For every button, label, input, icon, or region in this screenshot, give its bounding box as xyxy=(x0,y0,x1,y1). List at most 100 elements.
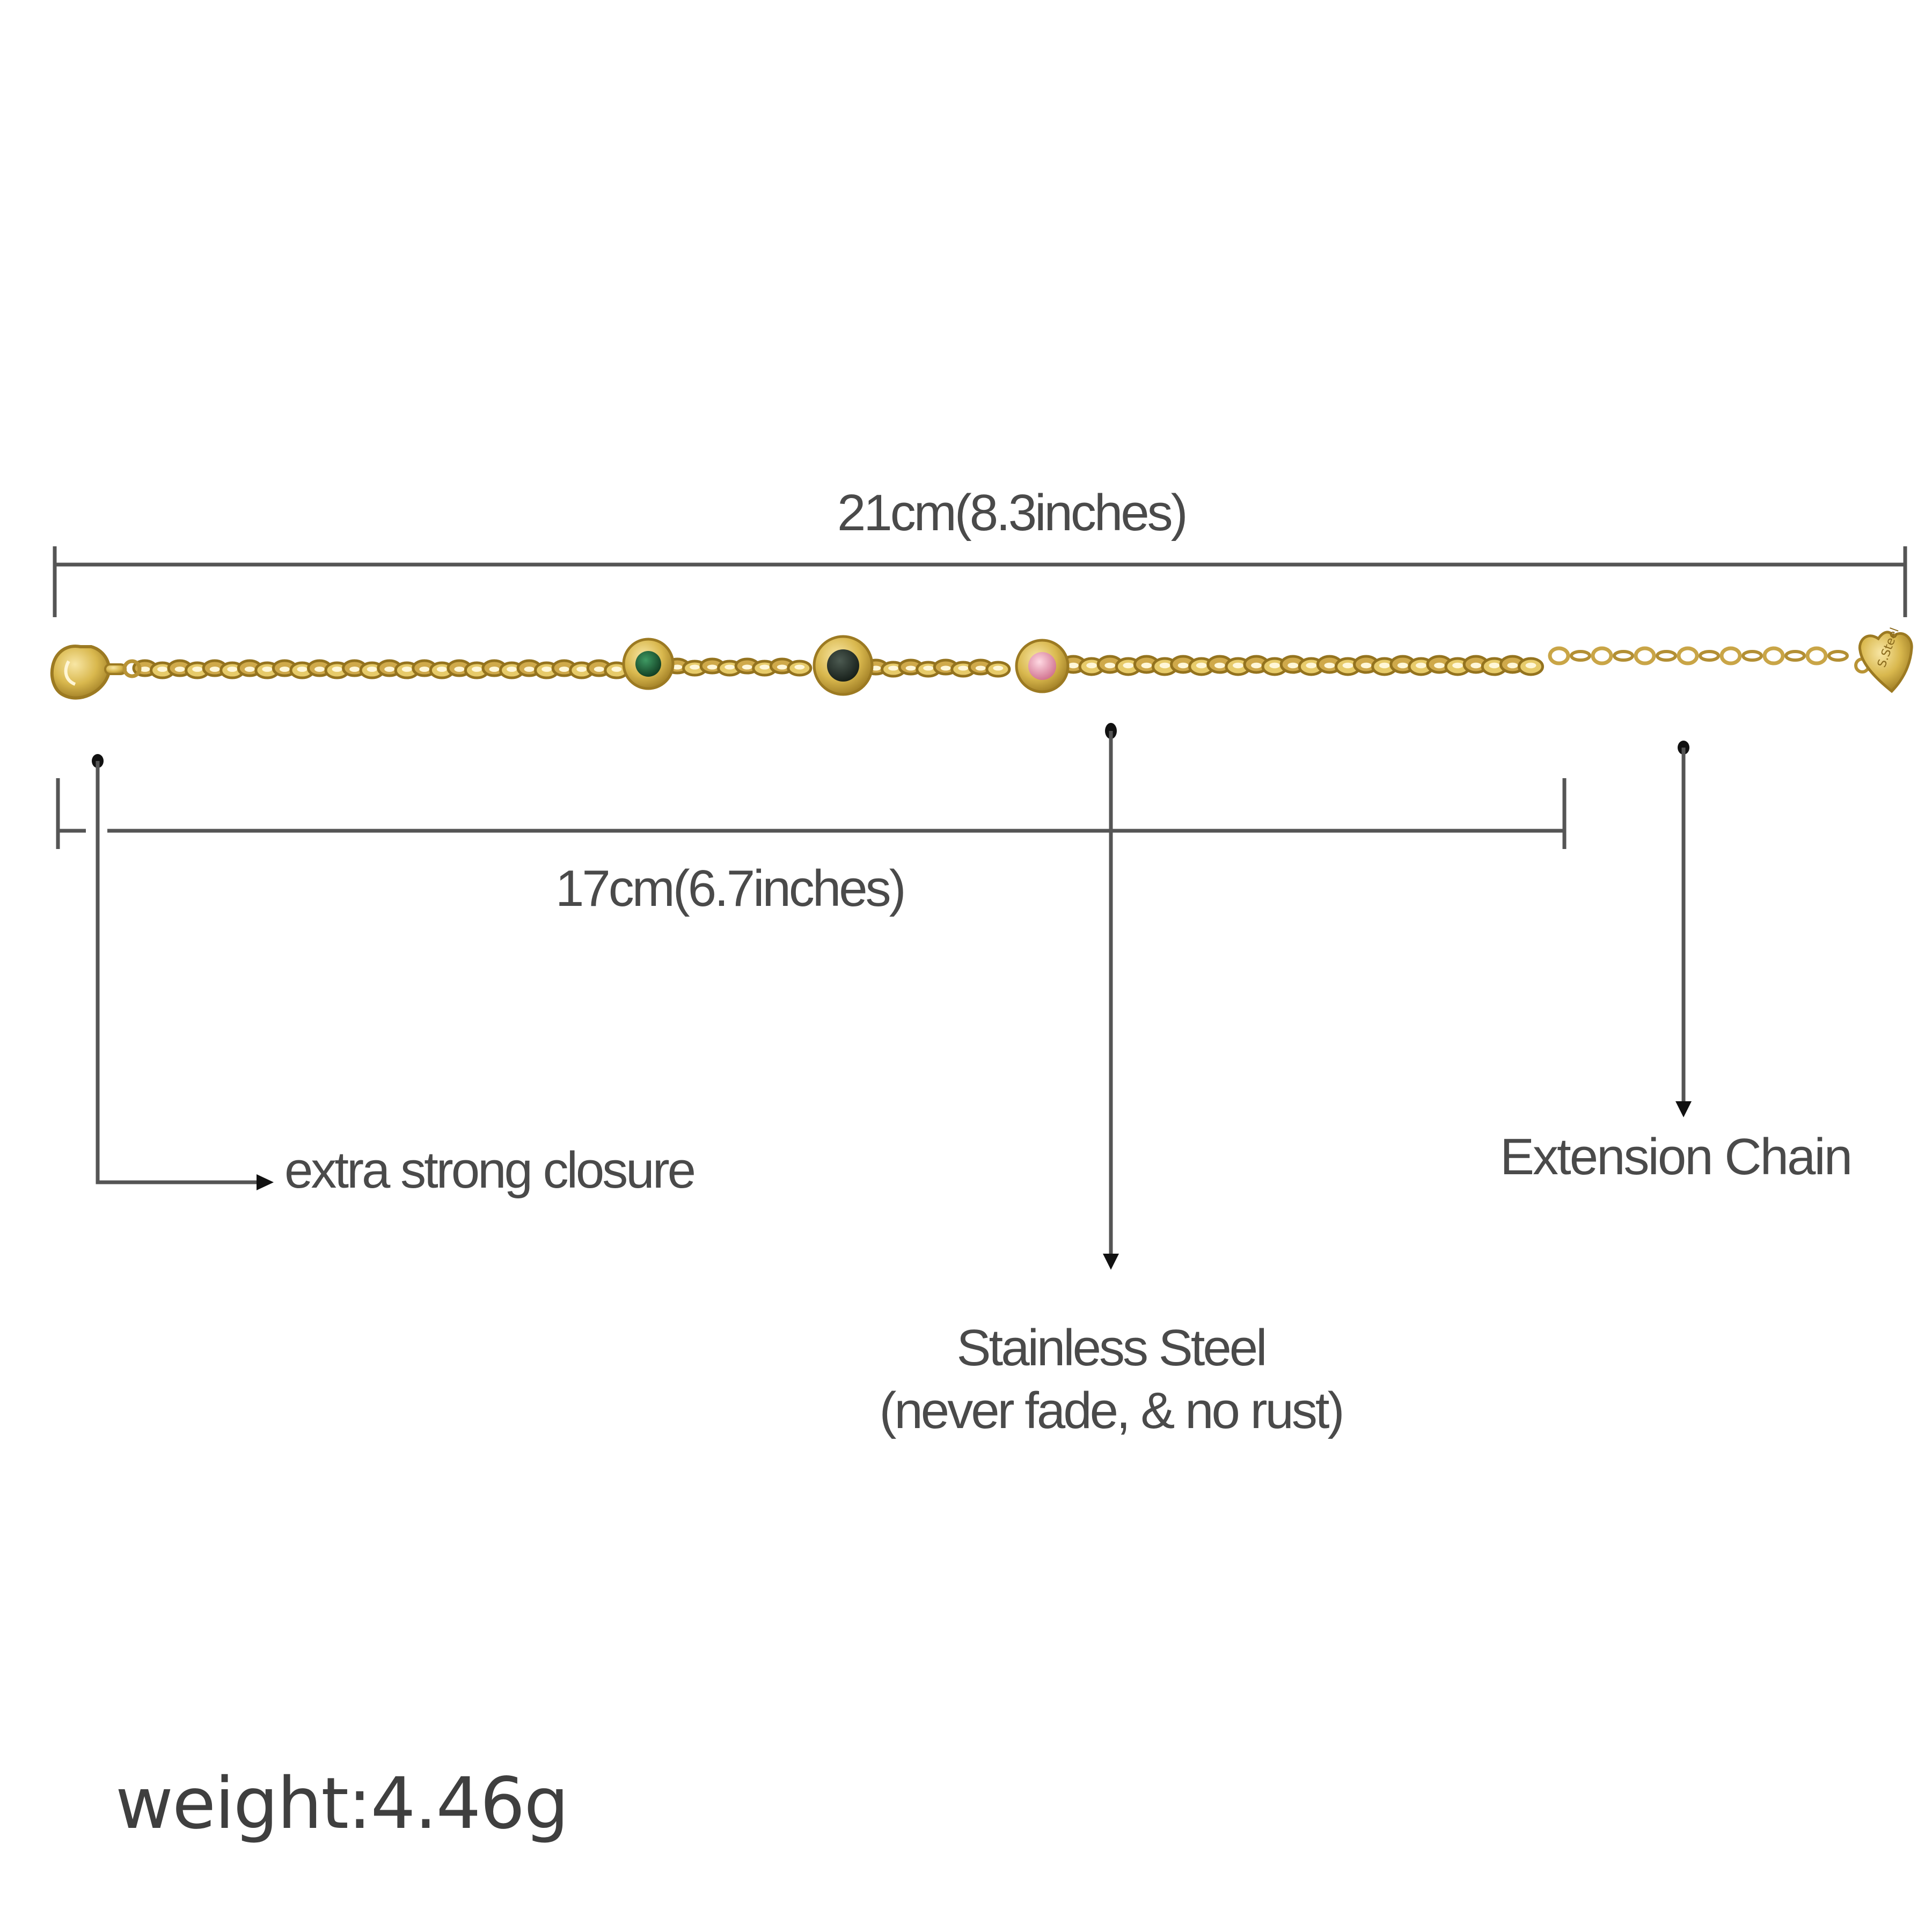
chain-link xyxy=(1634,646,1656,665)
chain-link xyxy=(209,667,220,672)
chain-link xyxy=(1068,662,1079,669)
chain-link xyxy=(157,667,167,672)
chain-link xyxy=(1656,650,1677,662)
chain-link xyxy=(1306,662,1317,669)
chain-link xyxy=(940,665,951,671)
chain-link xyxy=(1699,650,1720,662)
chain-link xyxy=(559,667,569,672)
chain-link xyxy=(1434,662,1445,669)
chain-link xyxy=(1489,662,1500,669)
chain-link xyxy=(1570,650,1591,662)
stainless-steel-subtitle: (never fade, & no rust) xyxy=(879,1382,1344,1440)
chain-link xyxy=(140,667,150,672)
chain-link xyxy=(1719,646,1742,665)
chain-link xyxy=(1507,662,1518,669)
chain-link xyxy=(1251,662,1262,669)
chain-link xyxy=(436,667,447,672)
chain-link xyxy=(993,665,1004,671)
chain-link xyxy=(174,667,185,672)
bezel-stone-icon xyxy=(622,638,675,690)
stainless-steel-label: Stainless Steel (never fade, & no rust) xyxy=(805,1316,1417,1442)
chain-link xyxy=(611,667,622,672)
chain-link xyxy=(1086,662,1097,669)
chain-link xyxy=(1360,662,1372,669)
chain-link xyxy=(923,665,934,671)
heart-tag-icon: S.Steel xyxy=(1854,626,1913,693)
chain-link xyxy=(1525,662,1536,669)
chain-link xyxy=(279,667,290,672)
chain-link xyxy=(1123,662,1134,669)
chain-link xyxy=(1762,646,1785,665)
chain-link xyxy=(1827,650,1849,662)
chain-link xyxy=(1379,662,1390,669)
chain-link xyxy=(349,667,360,672)
chain-link xyxy=(1159,662,1170,669)
steel-callout xyxy=(1103,723,1119,1270)
extension-callout xyxy=(1675,741,1692,1117)
chain-link xyxy=(724,664,735,670)
chain-link xyxy=(576,667,587,672)
bezel-stone-icon xyxy=(1015,639,1070,693)
chain-link xyxy=(262,667,273,672)
chain-link xyxy=(1177,662,1189,669)
chain-link xyxy=(192,667,203,672)
chain-link xyxy=(742,664,752,670)
chain-link xyxy=(777,664,787,670)
chain-link xyxy=(1784,650,1806,662)
lobster-clasp-icon xyxy=(50,645,142,700)
chain-link xyxy=(1741,650,1763,662)
chain-link xyxy=(975,665,986,671)
chain-link xyxy=(332,667,342,672)
wrist-length-label: 17cm(6.7inches) xyxy=(555,860,906,917)
chain-link xyxy=(1104,662,1116,669)
chain-link xyxy=(507,667,517,672)
weight-label: weight:4.46g xyxy=(115,1762,569,1845)
chain-link xyxy=(1591,646,1613,665)
chain-link xyxy=(1548,646,1570,665)
chain-link xyxy=(958,665,969,671)
chain-link xyxy=(1196,662,1207,669)
chain-link xyxy=(227,667,238,672)
chain-link xyxy=(401,667,412,672)
extension-chain-label: Extension Chain xyxy=(1500,1128,1853,1185)
chain-link xyxy=(524,667,535,672)
chain-link xyxy=(594,667,604,672)
bracelet-chain xyxy=(132,646,1849,679)
chain-link xyxy=(472,667,482,672)
chain-link xyxy=(1342,662,1353,669)
chain-link xyxy=(1416,662,1426,669)
chain-link xyxy=(1287,662,1299,669)
chain-link xyxy=(419,667,430,672)
chain-link xyxy=(489,667,500,672)
chain-link xyxy=(384,667,395,672)
chain-link xyxy=(244,667,255,672)
chain-link xyxy=(690,664,700,670)
chain-link xyxy=(1613,650,1634,662)
chain-link xyxy=(1233,662,1243,669)
chain-link xyxy=(541,667,552,672)
chain-link xyxy=(1214,662,1225,669)
chain-link xyxy=(1470,662,1482,669)
chain-link xyxy=(367,667,377,672)
chain-link xyxy=(297,667,308,672)
chain-link xyxy=(1805,646,1828,665)
chain-link xyxy=(1141,662,1152,669)
total-length-dimension xyxy=(53,546,1907,617)
chain-link xyxy=(794,664,805,670)
chain-link xyxy=(672,664,683,670)
stainless-steel-title: Stainless Steel xyxy=(956,1319,1267,1377)
chain-link xyxy=(1397,662,1408,669)
closure-label: extra strong closure xyxy=(284,1141,696,1199)
wrist-length-dimension xyxy=(56,778,1567,849)
closure-callout xyxy=(92,754,274,1190)
chain-link xyxy=(1324,662,1335,669)
chain-link xyxy=(1452,662,1463,669)
chain-link xyxy=(454,667,465,672)
chain-link xyxy=(1269,662,1280,669)
chain-link xyxy=(1677,646,1699,665)
chain-link xyxy=(905,665,916,671)
bezel-stone-icon xyxy=(813,635,874,696)
chain-link xyxy=(707,664,718,670)
total-length-label: 21cm(8.3inches) xyxy=(837,484,1188,541)
